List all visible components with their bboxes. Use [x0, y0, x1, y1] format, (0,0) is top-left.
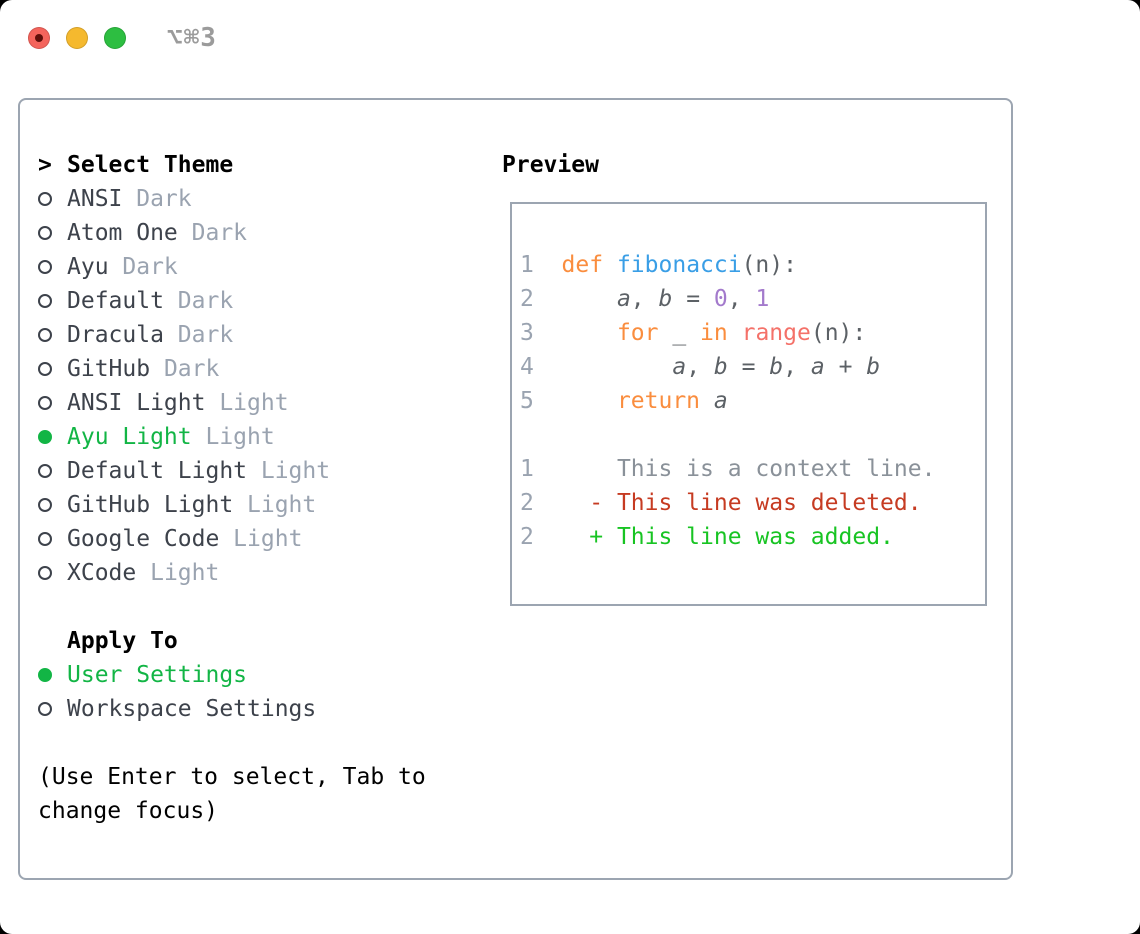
option-label: User Settings: [67, 662, 248, 688]
theme-option[interactable]: ANSI Dark: [38, 182, 330, 216]
option-label: Dracula: [67, 322, 164, 348]
radio-icon: [38, 396, 52, 410]
theme-option[interactable]: Atom One Dark: [38, 216, 330, 250]
option-label: GitHub Light: [67, 492, 234, 518]
option-variant-label: Light: [233, 492, 317, 518]
theme-option[interactable]: GitHub Dark: [38, 352, 330, 386]
unsaved-dot-icon: [35, 34, 43, 42]
apply-option[interactable]: Workspace Settings: [38, 692, 316, 726]
apply-to-title: Apply To: [67, 628, 178, 654]
zoom-button[interactable]: [104, 27, 126, 49]
option-variant-label: Light: [136, 560, 220, 586]
theme-option[interactable]: ANSI Light Light: [38, 386, 330, 420]
radio-icon: [38, 294, 52, 308]
option-variant-label: Dark: [122, 186, 192, 212]
radio-icon: [38, 192, 52, 206]
option-label: ANSI Light: [67, 390, 206, 416]
option-label: Ayu: [67, 254, 109, 280]
option-label: Atom One: [67, 220, 178, 246]
option-variant-label: Dark: [177, 220, 248, 246]
close-button[interactable]: [28, 27, 50, 49]
option-variant-label: Light: [247, 458, 331, 484]
radio-icon: [38, 362, 52, 376]
radio-icon: [38, 498, 52, 512]
option-variant-label: Dark: [150, 356, 220, 382]
theme-option[interactable]: Default Dark: [38, 284, 330, 318]
theme-option[interactable]: Ayu Dark: [38, 250, 330, 284]
preview-pane: 1 def fibonacci(n): 2 a, b = 0, 1 3 for …: [510, 202, 987, 606]
minimize-button[interactable]: [66, 27, 88, 49]
preview-title: Preview: [502, 152, 599, 178]
apply-option[interactable]: User Settings: [38, 658, 316, 692]
option-variant-label: Dark: [108, 254, 178, 280]
option-variant-label: Light: [205, 390, 289, 416]
option-label: GitHub: [67, 356, 151, 382]
option-label: ANSI: [67, 186, 123, 212]
selection-cursor-icon: >: [38, 152, 52, 178]
radio-icon: [38, 464, 52, 478]
option-label: Ayu Light: [67, 424, 192, 450]
radio-icon: [38, 328, 52, 342]
option-variant-label: Light: [191, 424, 275, 450]
radio-icon: [38, 702, 52, 716]
option-variant-label: Dark: [163, 322, 234, 348]
radio-selected-icon: [38, 430, 52, 444]
theme-option[interactable]: GitHub Light Light: [38, 488, 330, 522]
theme-option[interactable]: XCode Light: [38, 556, 330, 590]
theme-option[interactable]: Google Code Light: [38, 522, 330, 556]
theme-list-header: > Select Theme: [38, 148, 330, 182]
theme-option[interactable]: Ayu Light Light: [38, 420, 330, 454]
radio-selected-icon: [38, 668, 52, 682]
option-variant-label: Dark: [163, 288, 234, 314]
option-label: Default Light: [67, 458, 248, 484]
radio-icon: [38, 260, 52, 274]
apply-to-header: Apply To: [38, 624, 316, 658]
option-label: XCode: [67, 560, 137, 586]
help-text: (Use Enter to select, Tab to change focu…: [38, 764, 426, 824]
option-label: Workspace Settings: [67, 696, 317, 722]
theme-list-title: Select Theme: [67, 152, 234, 178]
option-label: Google Code: [67, 526, 220, 552]
radio-icon: [38, 566, 52, 580]
code-preview: 1 def fibonacci(n): 2 a, b = 0, 1 3 for …: [520, 252, 936, 550]
theme-option[interactable]: Default Light Light: [38, 454, 330, 488]
theme-option[interactable]: Dracula Dark: [38, 318, 330, 352]
window-title: ⌥⌘3: [167, 23, 217, 53]
option-label: Default: [67, 288, 164, 314]
radio-icon: [38, 226, 52, 240]
option-variant-label: Light: [219, 526, 303, 552]
radio-icon: [38, 532, 52, 546]
